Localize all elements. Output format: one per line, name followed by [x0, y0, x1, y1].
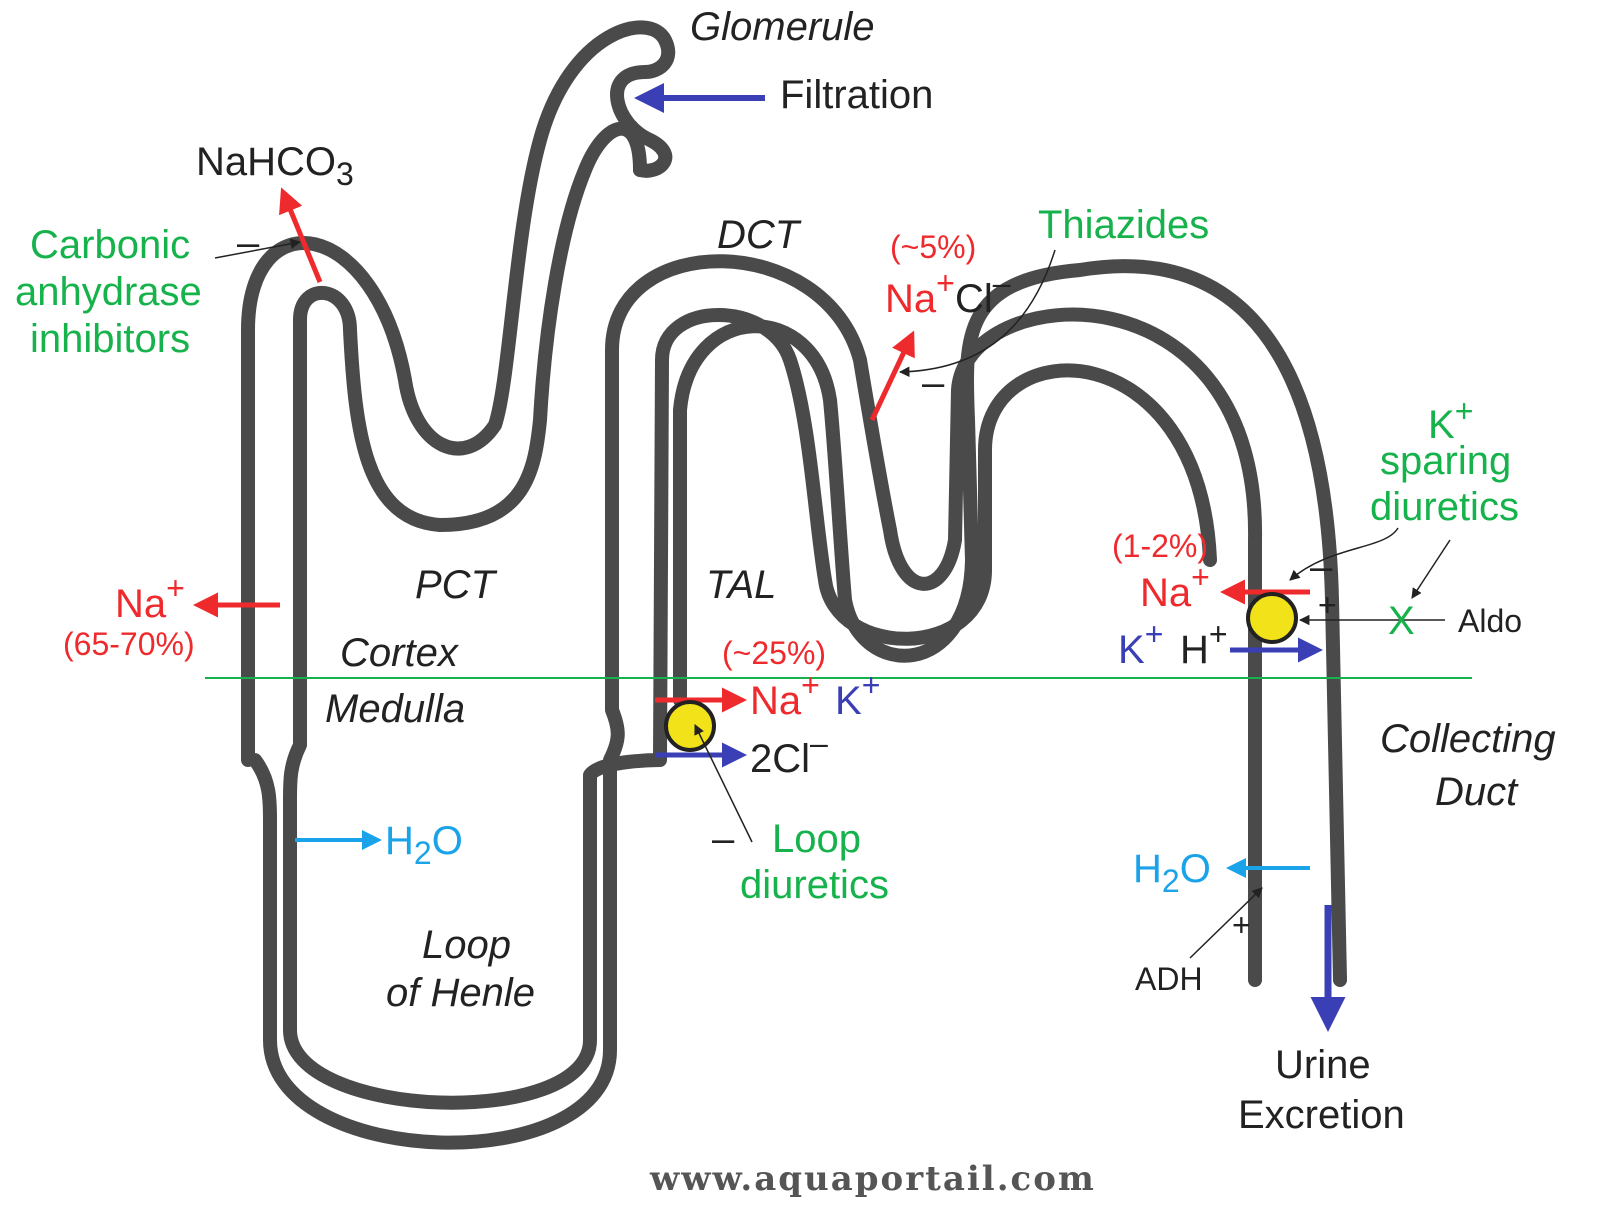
nephron-tubule — [241, 20, 1347, 1150]
cd-stimulate-sign: + — [1318, 587, 1337, 623]
cortex-label: Cortex — [340, 631, 460, 675]
thiazide-effect-arrow — [898, 249, 1056, 378]
loop-label-line2: of Henle — [386, 971, 535, 1015]
adh-label: ADH — [1135, 961, 1203, 997]
tubule-inner-wall — [283, 121, 1217, 1110]
cd-hydrogen-label: H+ — [1180, 616, 1228, 672]
carbonic-anhydrase-label-line2: anhydrase — [15, 270, 202, 314]
k-sparing-label-line1: K+ — [1428, 393, 1473, 447]
tal-label: TAL — [706, 563, 776, 607]
loop-diuretics-label-line2: diuretics — [740, 863, 889, 907]
thiazide-effect: – — [922, 361, 945, 405]
cd-sodium-percent: (1-2%) — [1112, 528, 1208, 564]
tal-sodium-label: Na+ — [750, 667, 820, 723]
pct-sodium-percent: (65-70%) — [63, 626, 195, 662]
urine-label-line2: Excretion — [1238, 1093, 1405, 1137]
carbonic-anhydrase-label-line3: inhibitors — [30, 317, 190, 361]
pct-sodium-label: Na+ — [115, 570, 185, 626]
carbonic-anhydrase-effect-arrow — [214, 238, 302, 259]
pct-label: PCT — [415, 563, 498, 607]
watermark: www.aquaportail.com — [649, 1159, 1096, 1199]
enac-channel — [1246, 592, 1298, 644]
loop-diuretics-label-line1: Loop — [772, 817, 861, 861]
dct-sodium-arrow — [869, 330, 915, 422]
collecting-duct-label-line2: Duct — [1435, 770, 1519, 814]
aldosterone-label: Aldo — [1458, 603, 1522, 639]
cd-potassium-label: K+ — [1118, 616, 1163, 672]
medulla-label: Medulla — [325, 687, 465, 731]
dct-site: (~5%) Na+ Cl– Thiazides – — [869, 203, 1209, 422]
k-sparing-label-line3: diuretics — [1370, 485, 1519, 529]
adh-effect-arrow — [1189, 887, 1263, 959]
pct-site: NaHCO3 – Carbonic anhydrase inhibitors N… — [15, 140, 463, 871]
nahco3-label: NaHCO3 — [196, 140, 354, 192]
loop-diuretic-effect-arrow — [694, 724, 753, 843]
loop-water-label: H2O — [385, 819, 463, 871]
tal-chloride-label: 2Cl– — [750, 725, 828, 781]
aldosterone-block-mark: X — [1388, 599, 1415, 643]
cd-inhibit-sign: – — [1310, 545, 1333, 589]
dct-sodium-percent: (~5%) — [890, 229, 976, 265]
carbonic-anhydrase-label-line1: Carbonic — [30, 223, 190, 267]
k-sparing-block-arrow — [1411, 539, 1451, 599]
k-sparing-label-line2: sparing — [1380, 439, 1511, 483]
cd-sodium-label: Na+ — [1140, 559, 1210, 615]
tal-potassium-label: K+ — [835, 667, 880, 723]
nahco3-arrow — [279, 187, 323, 283]
tal-site: (~25%) Na+ K+ 2Cl– – Loop diuretics — [655, 635, 889, 907]
nkcc2-transporter — [664, 700, 716, 752]
carbonic-anhydrase-effect: – — [237, 221, 260, 265]
dct-sodium-label: Na+ — [885, 265, 955, 321]
filtration-label: Filtration — [780, 73, 933, 117]
dct-chloride-label: Cl– — [955, 265, 1011, 321]
adh-effect: + — [1232, 907, 1251, 943]
loop-diuretic-effect: – — [712, 817, 735, 861]
dct-label: DCT — [717, 213, 802, 257]
thiazides-label: Thiazides — [1038, 203, 1209, 247]
collecting-duct-label-line1: Collecting — [1380, 717, 1556, 761]
k-sparing-effect-arrow — [1289, 527, 1399, 581]
cd-water-label: H2O — [1133, 847, 1211, 899]
loop-label-line1: Loop — [422, 923, 511, 967]
glomerule-label: Glomerule — [690, 5, 875, 49]
tal-sodium-percent: (~25%) — [722, 635, 826, 671]
urine-label-line1: Urine — [1275, 1043, 1371, 1087]
collecting-duct-site: (1-2%) Na+ K+ H+ K+ sparing diuretics – … — [1112, 393, 1522, 997]
